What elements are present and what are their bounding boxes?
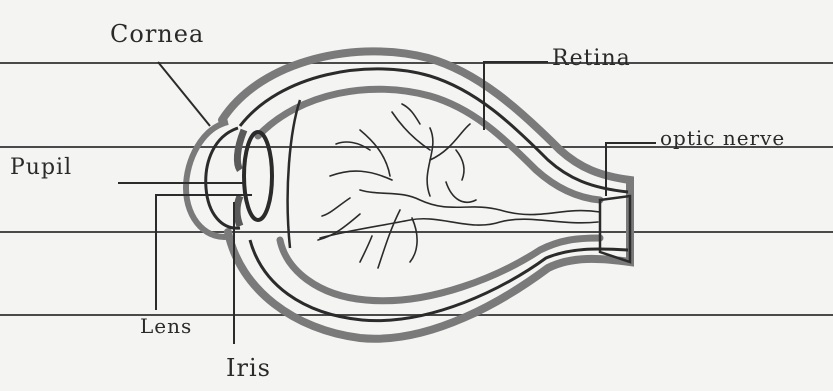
lens (244, 132, 272, 220)
iris-label: Iris (226, 356, 271, 380)
optic-nerve-sheath (600, 196, 630, 262)
retina-label: Retina (552, 48, 631, 70)
pupil-label: Pupil (10, 157, 72, 179)
optic-nerve-label: optic nerve (660, 128, 785, 148)
cornea-leader (158, 62, 210, 126)
iris-band-lower (237, 196, 240, 226)
retina-layer (258, 89, 600, 200)
ruled-lines (0, 63, 833, 315)
cornea-label: Cornea (110, 22, 204, 46)
lens-label: Lens (140, 316, 192, 336)
cornea (186, 122, 232, 237)
vitreous-boundary (288, 100, 300, 248)
choroid-wall (240, 69, 628, 192)
